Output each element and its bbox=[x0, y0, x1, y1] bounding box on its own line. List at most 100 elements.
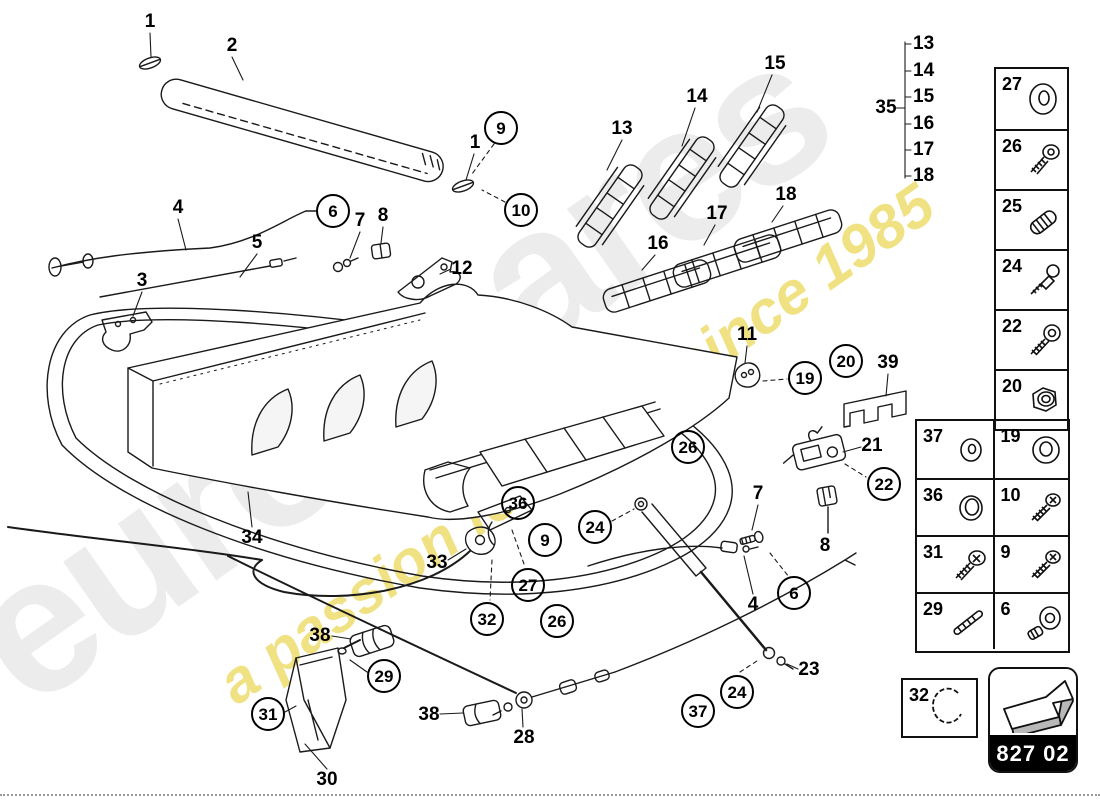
circled-callout-24b: 24 bbox=[720, 675, 754, 709]
callout-7b: 7 bbox=[752, 483, 764, 504]
table-cell-29: 29 bbox=[917, 594, 993, 649]
table-cell-37: 37 bbox=[917, 421, 993, 478]
circled-callout-31: 31 bbox=[251, 697, 285, 731]
table-row: 36 10 bbox=[917, 478, 1068, 535]
part-number: 31 bbox=[923, 542, 944, 562]
circled-callout-10: 10 bbox=[504, 193, 538, 227]
circled-callout-9a: 9 bbox=[484, 111, 518, 145]
release-cable-drawing bbox=[48, 210, 317, 352]
bracket-item-17: 17 bbox=[913, 139, 935, 160]
part-number: 24 bbox=[1002, 256, 1023, 276]
nut-icon bbox=[1032, 387, 1057, 412]
part-number: 20 bbox=[1002, 376, 1023, 396]
bracket-item-15: 15 bbox=[913, 86, 935, 107]
callout-13: 13 bbox=[611, 118, 633, 139]
snap-ring-box: 32 bbox=[901, 678, 978, 738]
set-screw-icon bbox=[1029, 210, 1057, 235]
flat-washer-icon bbox=[1032, 435, 1060, 464]
part-number: 10 bbox=[1000, 485, 1021, 505]
small-washer-icon bbox=[959, 437, 982, 462]
circled-callout-37: 37 bbox=[681, 694, 715, 728]
page-bottom-divider bbox=[0, 794, 1100, 796]
callout-8a: 8 bbox=[377, 205, 389, 226]
callout-18: 18 bbox=[775, 184, 797, 205]
table-cell-6: 6 bbox=[992, 594, 1069, 649]
table-cell-22: 22 bbox=[996, 309, 1067, 369]
part-number: 22 bbox=[1002, 316, 1023, 336]
fastener-table-single: 27 26 25 24 22 bbox=[994, 67, 1069, 431]
latch-parts-drawing bbox=[734, 362, 907, 534]
circled-callout-9b: 9 bbox=[528, 523, 562, 557]
callout-34: 34 bbox=[241, 527, 263, 548]
table-cell-27: 27 bbox=[996, 69, 1067, 129]
bracket-item-13: 13 bbox=[913, 33, 935, 54]
stop-parts-drawing bbox=[285, 624, 502, 753]
part-number: 37 bbox=[923, 426, 944, 446]
part-number: 29 bbox=[923, 599, 944, 619]
circled-callout-6a: 6 bbox=[316, 194, 350, 228]
callout-21: 21 bbox=[861, 435, 883, 456]
countersunk-screw-icon bbox=[1031, 492, 1061, 522]
callout-4b: 4 bbox=[747, 594, 759, 615]
table-cell-25: 25 bbox=[996, 189, 1067, 249]
part-number: 19 bbox=[1000, 426, 1021, 446]
pin-icon bbox=[952, 609, 983, 635]
callout-15: 15 bbox=[764, 53, 786, 74]
part-number: 32 bbox=[909, 685, 930, 705]
strut-cables-drawing bbox=[227, 497, 857, 716]
callout-30: 30 bbox=[316, 769, 338, 790]
table-cell-9: 9 bbox=[992, 537, 1069, 592]
snap-ring-icon bbox=[932, 687, 962, 724]
callout-17: 17 bbox=[706, 203, 728, 224]
callout-14: 14 bbox=[686, 86, 708, 107]
callout-28: 28 bbox=[513, 727, 535, 748]
callout-12: 12 bbox=[451, 258, 473, 279]
torx-screw-icon bbox=[1030, 144, 1060, 175]
callout-16: 16 bbox=[647, 233, 669, 254]
o-ring-icon bbox=[958, 494, 983, 521]
callout-4a: 4 bbox=[172, 197, 184, 218]
fastener-table-grid: 37 19 36 10 bbox=[915, 419, 1070, 653]
leader-lines bbox=[132, 32, 912, 770]
spoiler-drawing bbox=[138, 56, 475, 193]
grommet-icon bbox=[1027, 605, 1061, 640]
table-cell-32: 32 bbox=[903, 680, 976, 736]
dashed-lines bbox=[471, 143, 867, 673]
bracket-item-14: 14 bbox=[913, 60, 935, 81]
callout-23: 23 bbox=[798, 659, 820, 680]
table-cell-19: 19 bbox=[992, 421, 1069, 478]
part-number: 27 bbox=[1002, 74, 1023, 94]
bracket-item-16: 16 bbox=[913, 113, 935, 134]
diagram-group-code: 827 02 bbox=[990, 735, 1076, 771]
upper-fittings-drawing bbox=[332, 242, 461, 301]
diagram-group-badge: 827 02 bbox=[988, 667, 1078, 773]
part-number: 9 bbox=[1000, 542, 1011, 562]
table-cell-26: 26 bbox=[996, 129, 1067, 189]
circled-callout-36: 36 bbox=[501, 486, 535, 520]
circled-callout-32: 32 bbox=[470, 602, 504, 636]
callout-35: 35 bbox=[875, 97, 897, 118]
part-number: 26 bbox=[1002, 136, 1023, 156]
callout-38b: 38 bbox=[418, 704, 440, 725]
callout-39: 39 bbox=[877, 352, 899, 373]
callout-5: 5 bbox=[251, 232, 263, 253]
callout-11: 11 bbox=[736, 324, 758, 345]
circled-callout-26a: 26 bbox=[671, 430, 705, 464]
circled-callout-20: 20 bbox=[829, 344, 863, 378]
countersunk-screw-icon bbox=[1031, 549, 1061, 579]
table-row: 29 6 bbox=[917, 592, 1068, 649]
part-number: 36 bbox=[923, 485, 944, 505]
pan-screw-icon bbox=[954, 549, 986, 581]
table-cell-31: 31 bbox=[917, 537, 993, 592]
table-row: 31 9 bbox=[917, 535, 1068, 592]
washer-icon bbox=[1029, 83, 1057, 115]
part-number: 6 bbox=[1000, 599, 1011, 619]
circled-callout-19: 19 bbox=[788, 361, 822, 395]
bracket-item-18: 18 bbox=[913, 165, 935, 186]
table-cell-36: 36 bbox=[917, 480, 993, 535]
callout-1a: 1 bbox=[144, 11, 156, 32]
circled-callout-26b: 26 bbox=[540, 604, 574, 638]
circled-callout-27: 27 bbox=[511, 568, 545, 602]
